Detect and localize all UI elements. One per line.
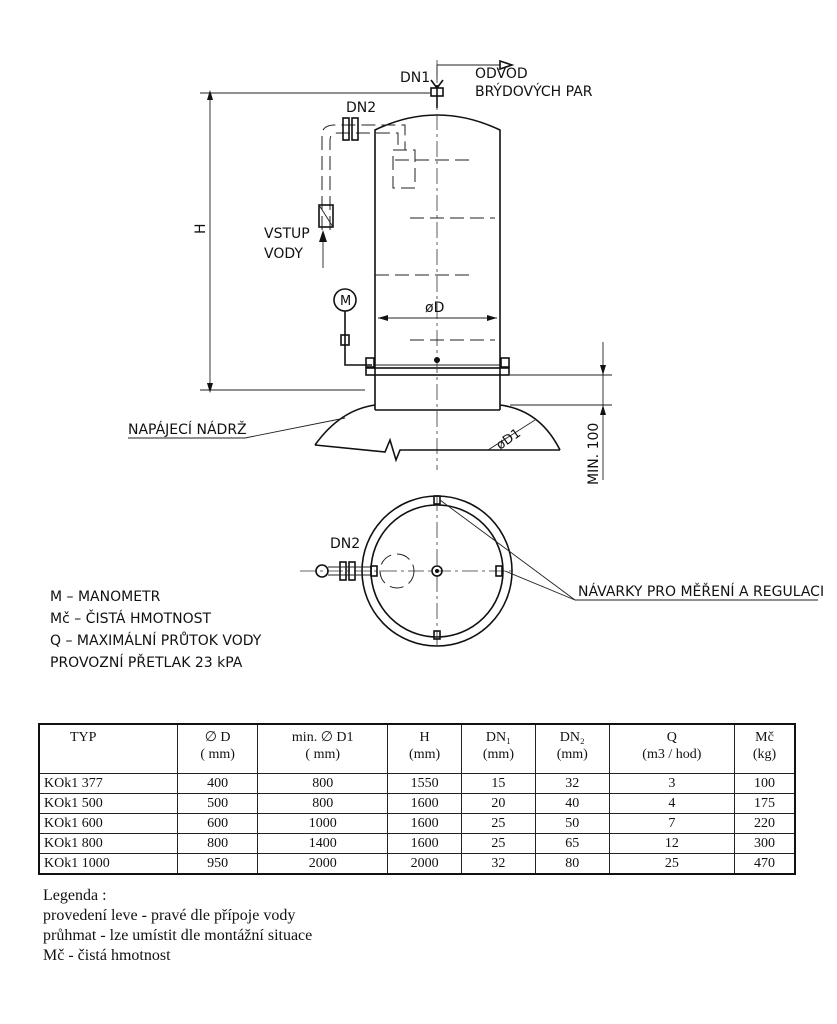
cell-dn1: 32 [461, 853, 536, 875]
table-row: KOk1 377 400 800 1550 15 32 3 100 [38, 773, 796, 794]
height-label: H [193, 223, 209, 234]
dn2-plan-label: DN2 [330, 536, 360, 552]
notes-line: průhmat - lze umístit dle montážní situa… [43, 927, 313, 944]
header-flow: Q(m3 / hod) [608, 724, 736, 774]
legend-item-max-flow: Q – MAXIMÁLNÍ PRŮTOK VODY [50, 633, 262, 649]
cell-diameter: 400 [176, 773, 259, 794]
cell-dn2: 65 [534, 833, 610, 854]
cell-weight: 100 [734, 773, 796, 794]
notes-legend: Legenda : provedení leve - pravé dle pří… [43, 886, 312, 966]
dn2-side-label: DN2 [346, 100, 376, 116]
cell-dn2: 50 [534, 813, 610, 834]
tank-body [374, 114, 501, 410]
legend-item-manometer: M – MANOMETR [50, 589, 161, 605]
feed-tank-label: NAPÁJECÍ NÁDRŽ [128, 420, 247, 438]
cell-dn1: 15 [461, 773, 536, 794]
cell-weight: 300 [734, 833, 796, 854]
cell-typ: KOk1 377 [38, 773, 178, 794]
specification-table: TYP ∅ D( mm) min. ∅ D1( mm) H(mm) DN₁(mm… [38, 723, 796, 875]
cell-weight: 220 [734, 813, 796, 834]
cell-typ: KOk1 500 [38, 793, 178, 814]
cell-min-diameter1: 800 [257, 793, 389, 814]
table-row: KOk1 800 800 1400 1600 25 65 12 300 [38, 833, 796, 854]
header-typ: TYP [38, 724, 178, 774]
legend-item-net-weight: Mč – ČISTÁ HMOTNOST [50, 611, 212, 627]
cell-height: 1550 [387, 773, 463, 794]
tank-base-flange [365, 367, 510, 376]
cell-typ: KOk1 600 [38, 813, 178, 834]
abbreviation-legend: M – MANOMETR Mč – ČISTÁ HMOTNOST Q – MAX… [50, 586, 261, 674]
cell-flow: 12 [608, 833, 736, 854]
cell-dn1: 20 [461, 793, 536, 814]
cell-dn2: 32 [534, 773, 610, 794]
header-diameter: ∅ D( mm) [176, 724, 259, 774]
cell-weight: 470 [734, 853, 796, 875]
dn1-label: DN1 [400, 70, 430, 86]
table-row: KOk1 500 500 800 1600 20 40 4 175 [38, 793, 796, 814]
cell-weight: 175 [734, 793, 796, 814]
header-dn2: DN₂(mm) [534, 724, 610, 774]
cell-flow: 3 [608, 773, 736, 794]
tank-drawing: DN1 ODVOD BRÝDOVÝCH PAR DN2 VSTUP VODY H… [128, 59, 824, 650]
odvod-label-line1: ODVOD [475, 66, 528, 82]
cell-diameter: 800 [176, 833, 259, 854]
manometer-symbol-label: M [340, 294, 351, 309]
vstup-label-line1: VSTUP [264, 226, 310, 242]
cell-height: 2000 [387, 853, 463, 875]
cell-dn1: 25 [461, 833, 536, 854]
header-dn1: DN₁(mm) [461, 724, 536, 774]
header-weight: Mč(kg) [734, 724, 796, 774]
cell-diameter: 500 [176, 793, 259, 814]
cell-height: 1600 [387, 793, 463, 814]
cell-dn2: 40 [534, 793, 610, 814]
notes-line: provedení leve - pravé dle přípoje vody [43, 907, 296, 924]
min-clearance-label: MIN. 100 [586, 423, 602, 485]
cell-typ: KOk1 1000 [38, 853, 178, 875]
cell-typ: KOk1 800 [38, 833, 178, 854]
cell-min-diameter1: 1000 [257, 813, 389, 834]
table-row: KOk1 1000 950 2000 2000 32 80 25 470 [38, 853, 796, 875]
notes-line: Mč - čistá hmotnost [43, 947, 171, 964]
legend-item-operating-pressure: PROVOZNÍ PŘETLAK 23 kPA [50, 655, 243, 671]
odvod-label-line2: BRÝDOVÝCH PAR [475, 83, 593, 100]
cell-diameter: 950 [176, 853, 259, 875]
diameter-label: øD [425, 300, 444, 316]
cell-min-diameter1: 800 [257, 773, 389, 794]
cell-diameter: 600 [176, 813, 259, 834]
navarky-label: NÁVARKY PRO MĚŘENÍ A REGULACI [578, 583, 824, 600]
cell-dn1: 25 [461, 813, 536, 834]
cell-height: 1600 [387, 813, 463, 834]
header-height: H(mm) [387, 724, 463, 774]
cell-flow: 4 [608, 793, 736, 814]
table-row: KOk1 600 600 1000 1600 25 50 7 220 [38, 813, 796, 834]
cell-min-diameter1: 1400 [257, 833, 389, 854]
inlet-pipe [321, 124, 406, 230]
cell-flow: 25 [608, 853, 736, 875]
cell-flow: 7 [608, 813, 736, 834]
feed-tank-outline [314, 404, 561, 451]
notes-title: Legenda : [43, 887, 107, 904]
vstup-label-line2: VODY [264, 246, 303, 262]
cell-min-diameter1: 2000 [257, 853, 389, 875]
cell-dn2: 80 [534, 853, 610, 875]
table-header-row: TYP ∅ D( mm) min. ∅ D1( mm) H(mm) DN₁(mm… [38, 724, 796, 774]
header-min-diameter1: min. ∅ D1( mm) [257, 724, 389, 774]
cell-height: 1600 [387, 833, 463, 854]
